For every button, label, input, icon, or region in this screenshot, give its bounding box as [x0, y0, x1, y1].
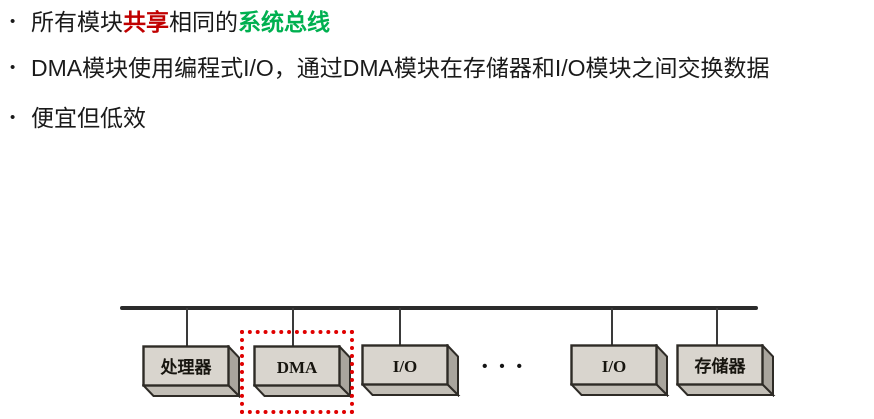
text-segment-highlight-red: 共享: [123, 9, 169, 35]
box-face: [253, 345, 341, 387]
box-label: 存储器: [695, 356, 747, 376]
box-label: 处理器: [160, 357, 213, 377]
bullet-item-cheap-inefficient: • 便宜但低效: [10, 103, 870, 133]
box-label: I/O: [602, 357, 627, 376]
bullet-marker: •: [10, 59, 16, 76]
modules-ellipsis: •••: [482, 358, 534, 375]
box-face: [142, 345, 230, 387]
text-segment: DMA模块使用编程式I/O，通过DMA模块在存储器和I/O模块之间交换数据: [31, 55, 770, 81]
box-side-bottom: [676, 383, 776, 396]
text-segment: 所有模块: [31, 9, 123, 35]
bullet-item-dma-programmed-io: • DMA模块使用编程式I/O，通过DMA模块在存储器和I/O模块之间交换数据: [10, 53, 870, 83]
box-face: [676, 344, 764, 386]
bus-connector-memory: [716, 308, 718, 346]
system-bus-line: [120, 306, 758, 310]
text-segment: 便宜但低效: [31, 105, 146, 131]
module-box-processor: 处理器: [142, 345, 242, 398]
bus-connector-io-1: [399, 308, 401, 346]
box-side-bottom: [142, 384, 242, 397]
bullet-marker: •: [10, 13, 16, 30]
text-segment-highlight-green: 系统总线: [238, 9, 330, 35]
module-box-memory: 存储器: [676, 344, 776, 397]
bullet-marker: •: [10, 109, 16, 126]
box-side-bottom: [570, 383, 670, 396]
box-face: [361, 344, 449, 386]
module-box-io-1: I/O: [361, 344, 461, 397]
box-face: [570, 344, 658, 386]
bus-connector-processor: [186, 308, 188, 346]
box-label: DMA: [277, 358, 318, 377]
bullet-item-shared-bus: • 所有模块共享相同的系统总线: [10, 7, 870, 37]
box-side-bottom: [361, 383, 461, 396]
text-segment: 相同的: [169, 9, 238, 35]
module-box-io-2: I/O: [570, 344, 670, 397]
bus-connector-dma: [292, 308, 294, 346]
dma-highlight-box: [240, 330, 354, 414]
bullet-text-wrap: 所有模块共享相同的系统总线: [31, 7, 330, 37]
module-box-dma: DMA: [253, 345, 353, 398]
bus-connector-io-2: [611, 308, 613, 346]
box-label: I/O: [393, 357, 418, 376]
